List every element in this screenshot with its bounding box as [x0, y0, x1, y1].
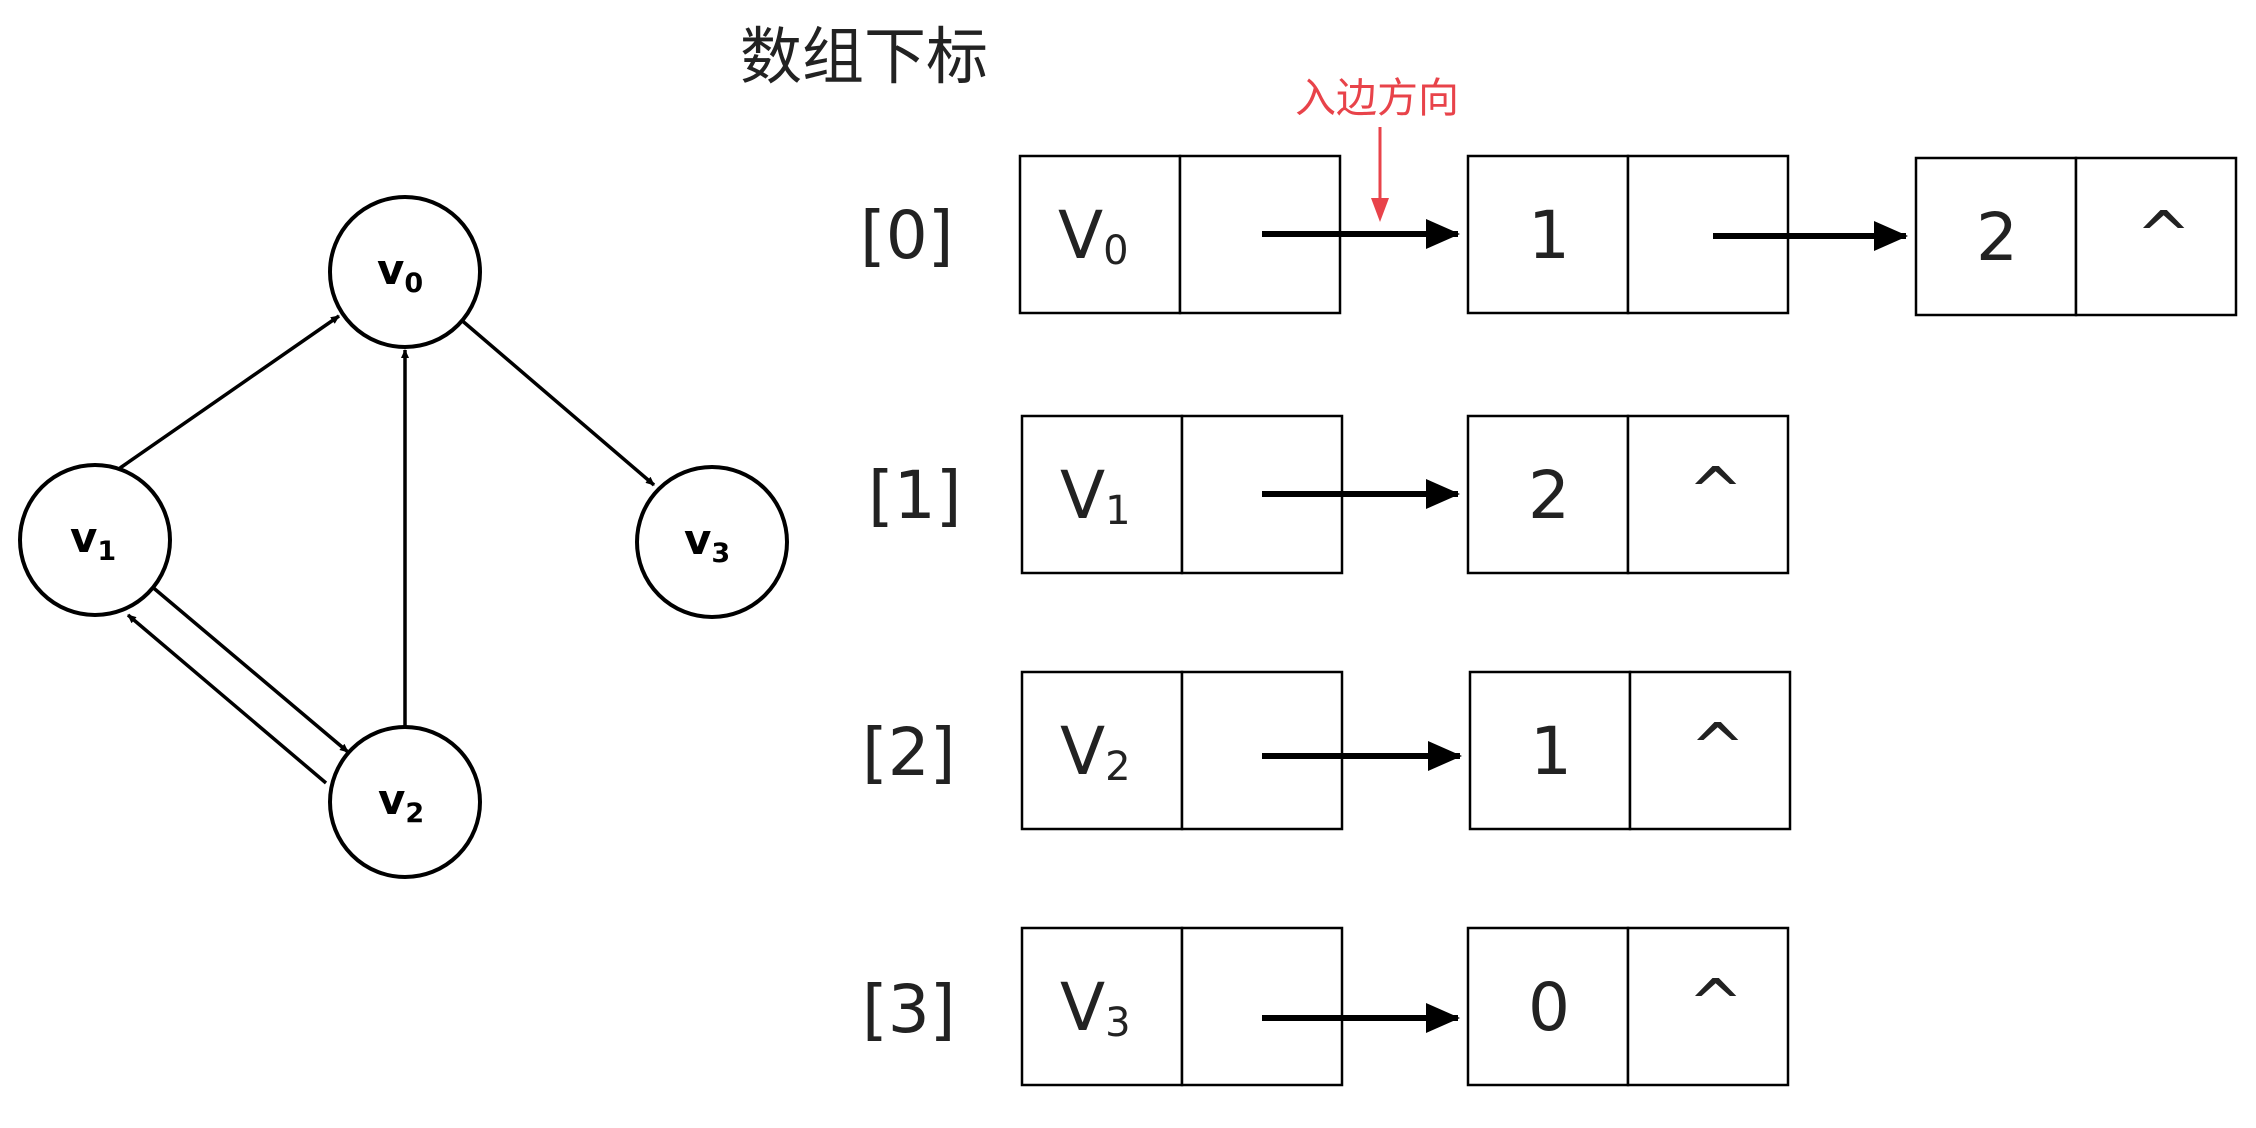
node-label-main: v	[70, 513, 97, 562]
edge-node-value: 0	[1528, 969, 1570, 1046]
edge-node-value-cell	[1466, 926, 1630, 1087]
list-row-1: [1] V1 2 ^	[868, 414, 1790, 575]
node-label-sub: 2	[405, 798, 424, 829]
node-label-sub: 0	[404, 268, 423, 299]
graph-node-v3: v3	[635, 465, 789, 619]
node-label-main: v	[684, 515, 711, 564]
vertex-label-sub: 0	[1103, 228, 1128, 274]
page-title: 数组下标	[740, 20, 988, 93]
node-circle	[328, 195, 482, 349]
edge-node-next: ^	[1688, 453, 1743, 530]
edge-v2-v1	[126, 613, 328, 785]
edge-node-next-cell	[1626, 926, 1790, 1087]
edge-node-value: 2	[1976, 199, 2018, 276]
edge-node-value: 2	[1528, 457, 1570, 534]
annotation-arrow-icon	[1371, 127, 1389, 222]
edge-node-next: ^	[1690, 709, 1745, 786]
vertex-label: V2	[1060, 713, 1131, 790]
edge-v1-v2	[148, 583, 350, 754]
edge-node-value: 1	[1528, 197, 1570, 274]
row-index: [2]	[862, 714, 956, 791]
edge-node-value-cell	[1466, 414, 1630, 575]
edge-node-next-cell	[1626, 414, 1790, 575]
graph-node-v0: v0	[328, 195, 482, 349]
row-index: [1]	[868, 457, 962, 534]
vertex-label: V3	[1060, 969, 1131, 1046]
vertex-label-sub: 1	[1105, 488, 1130, 534]
vertex-label: V0	[1058, 197, 1129, 274]
vertex-label-main: V	[1060, 457, 1105, 534]
vertex-cell	[1020, 670, 1184, 831]
edge-v0-v3	[457, 316, 656, 487]
graph-edges	[119, 314, 656, 785]
list-row-2: [2] V2 1 ^	[862, 670, 1792, 831]
node-label: v0	[377, 245, 423, 299]
edge-node-next-cell	[2074, 156, 2238, 317]
node-label: v1	[70, 513, 116, 567]
node-circle	[328, 725, 482, 879]
vertex-label-main: V	[1060, 713, 1105, 790]
node-label-main: v	[378, 775, 405, 824]
edge-node-value-cell	[1466, 154, 1630, 315]
vertex-label-main: V	[1060, 969, 1105, 1046]
edge-node-next: ^	[2136, 197, 2191, 274]
edge-node-value-cell	[1914, 156, 2078, 317]
node-circle	[18, 463, 172, 617]
list-row-3: [3] V3 0 ^	[862, 926, 1790, 1087]
edge-node-value: 1	[1530, 713, 1572, 790]
vertex-label-main: V	[1058, 197, 1103, 274]
firstedge-cell	[1180, 670, 1344, 831]
vertex-label: V1	[1060, 457, 1131, 534]
vertex-label-sub: 2	[1105, 744, 1130, 790]
vertex-label-sub: 3	[1105, 1000, 1130, 1046]
node-label-sub: 1	[97, 536, 116, 567]
edge-node-next-cell	[1628, 670, 1792, 831]
row-index: [0]	[860, 197, 954, 274]
node-label: v2	[378, 775, 424, 829]
annotation-label: 入边方向	[1295, 74, 1459, 122]
graph-node-v2: v2	[328, 725, 482, 879]
firstedge-cell	[1180, 926, 1344, 1087]
vertex-cell	[1020, 926, 1184, 1087]
edge-v1-v0	[119, 314, 340, 470]
node-label-main: v	[377, 245, 404, 294]
list-row-0: [0] V0 1 2 ^	[860, 154, 2238, 317]
edge-node-value-cell	[1468, 670, 1632, 831]
node-label: v3	[684, 515, 730, 569]
vertex-cell	[1018, 154, 1182, 315]
node-label-sub: 3	[711, 538, 730, 569]
node-circle	[635, 465, 789, 619]
row-index: [3]	[862, 971, 956, 1048]
edge-node-next: ^	[1688, 965, 1743, 1042]
graph-node-v1: v1	[18, 463, 172, 617]
